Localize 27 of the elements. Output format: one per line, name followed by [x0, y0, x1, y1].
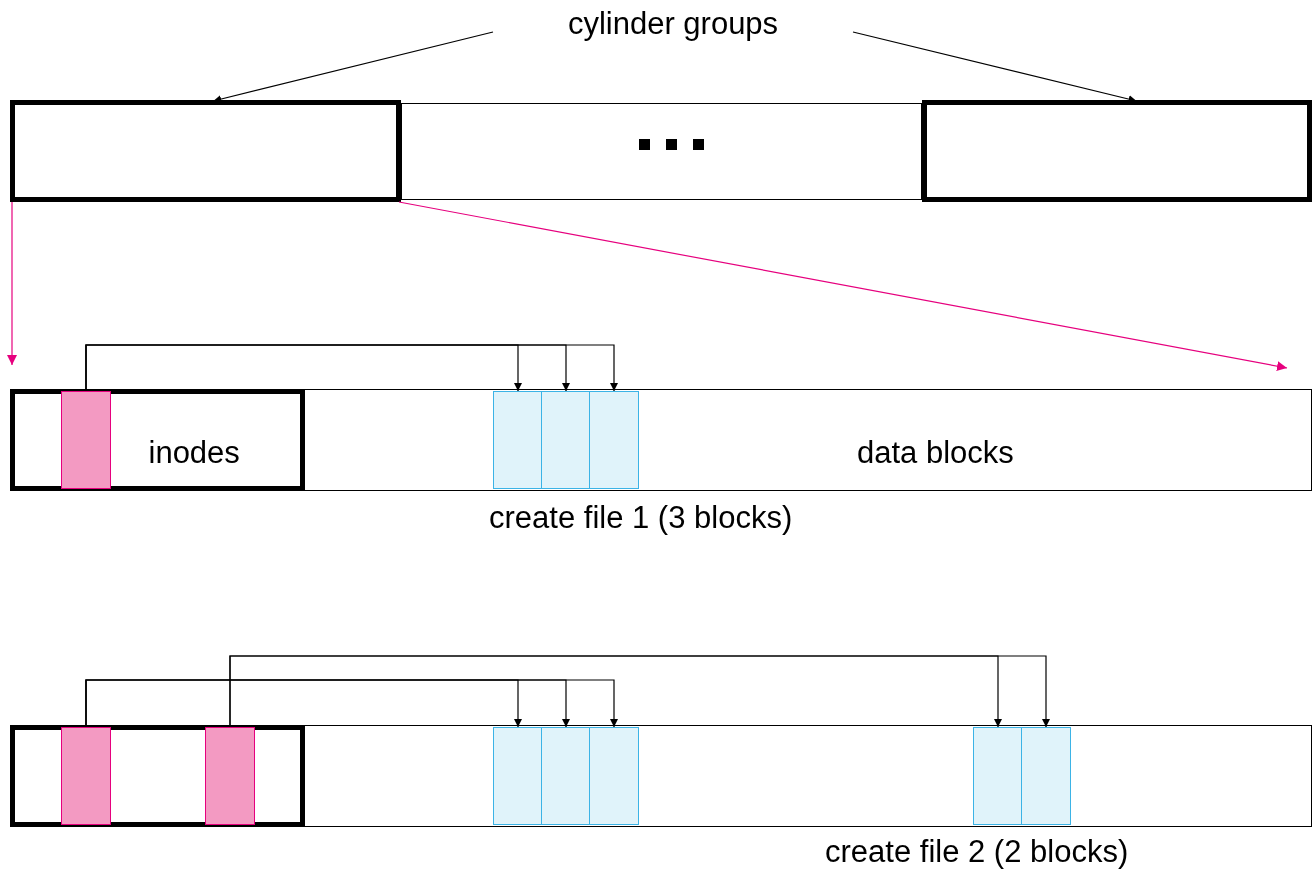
data-block: [972, 726, 1023, 825]
caption-label: create file 1 (3 blocks): [489, 502, 793, 533]
zoom-arrow: [7, 201, 17, 366]
zoom-arrow: [398, 201, 1288, 372]
data-block: [1020, 726, 1071, 825]
cylinder-group-box: [922, 100, 1312, 202]
arrow: [852, 31, 1138, 103]
data-block: [492, 390, 543, 489]
data-block: [588, 390, 639, 489]
title-label: cylinder groups: [566, 8, 780, 39]
inode-block: [60, 726, 111, 825]
arrow: [212, 31, 494, 103]
data-blocks-band: [10, 725, 1312, 827]
inode-block: [204, 726, 255, 825]
inodes-box: [9, 388, 305, 491]
region-label: data blocks: [857, 436, 1014, 468]
data-block: [492, 726, 543, 825]
region-label: inodes: [148, 436, 240, 468]
data-block: [588, 726, 639, 825]
inodes-box: [9, 724, 305, 827]
inode-block: [60, 390, 111, 489]
data-block: [540, 726, 591, 825]
cylinder-group-band: [401, 103, 922, 200]
data-blocks-band: [10, 389, 1312, 491]
cylinder-group-box: [10, 100, 401, 202]
caption-label: create file 2 (2 blocks): [825, 836, 1129, 867]
data-block: [540, 390, 591, 489]
